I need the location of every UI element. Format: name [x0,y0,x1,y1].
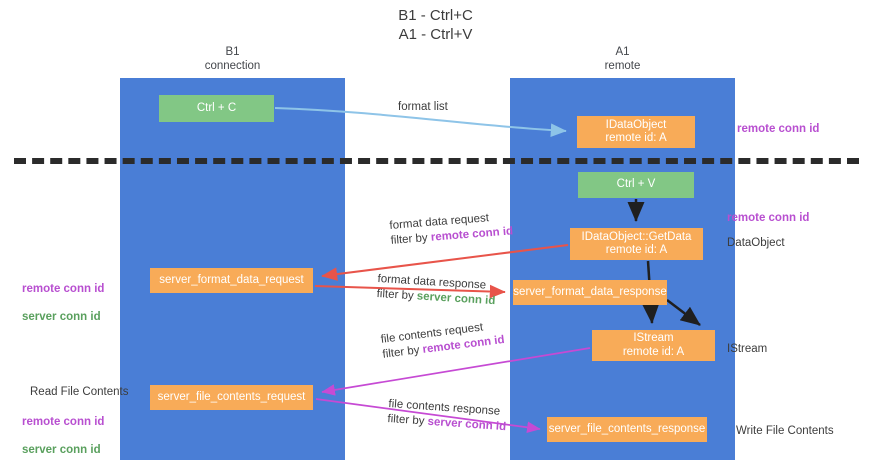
annotation-server-conn-id: server conn id [22,444,101,456]
filter-prefix: filter by [376,287,418,303]
filter-prefix: filter by [387,412,429,428]
page-title: B1 - Ctrl+C A1 - Ctrl+V [398,7,473,43]
annotation-read-file-contents: Read File Contents [30,386,129,398]
node-server-format-data-response[interactable]: server_format_data_response [513,280,667,305]
node-ctrl-v[interactable]: Ctrl + V [578,172,694,198]
edge-label-format-data-request: format data request filter by remote con… [389,209,514,249]
filter-key-server-conn-id: server conn id [416,290,496,308]
annotation-remote-conn-id: remote conn id [22,416,105,428]
annotation-remote-conn-id: remote conn id [22,283,105,295]
node-istream[interactable]: IStream remote id: A [592,330,715,361]
annotation-remote-conn-id-mid: remote conn id [727,212,810,224]
column-header-b1: B1 connection [204,46,261,72]
filter-prefix: filter by [381,343,424,361]
edge-label-file-contents-request: file contents request filter by remote c… [380,318,505,363]
annotation-left-conn-ids: remote conn id server conn id [22,268,104,338]
node-server-file-contents-response[interactable]: server_file_contents_response [547,417,707,442]
filter-prefix: filter by [390,231,432,247]
annotation-write-file-contents: Write File Contents [736,425,834,437]
annotation-remote-conn-id-top: remote conn id [737,123,820,135]
edge-label-format-list: format list [398,101,448,113]
node-ctrl-c[interactable]: Ctrl + C [159,95,274,122]
annotation-dataobject: DataObject [727,237,785,249]
annotation-istream: IStream [727,343,768,355]
edge-label-format-data-response: format data response filter by server co… [376,272,497,309]
node-server-file-contents-request[interactable]: server_file_contents_request [150,385,313,410]
column-header-a1: A1 remote [604,46,641,72]
annotation-server-conn-id: server conn id [22,311,101,323]
node-idataobject-getdata[interactable]: IDataObject::GetData remote id: A [570,228,703,260]
edge-label-file-contents-response: file contents response filter by server … [387,397,508,435]
node-idataobject[interactable]: IDataObject remote id: A [577,116,695,148]
node-server-format-data-request[interactable]: server_format_data_request [150,268,313,293]
phase-separator [14,158,859,164]
annotation-left-conn-ids-2: remote conn id server conn id [22,401,104,467]
